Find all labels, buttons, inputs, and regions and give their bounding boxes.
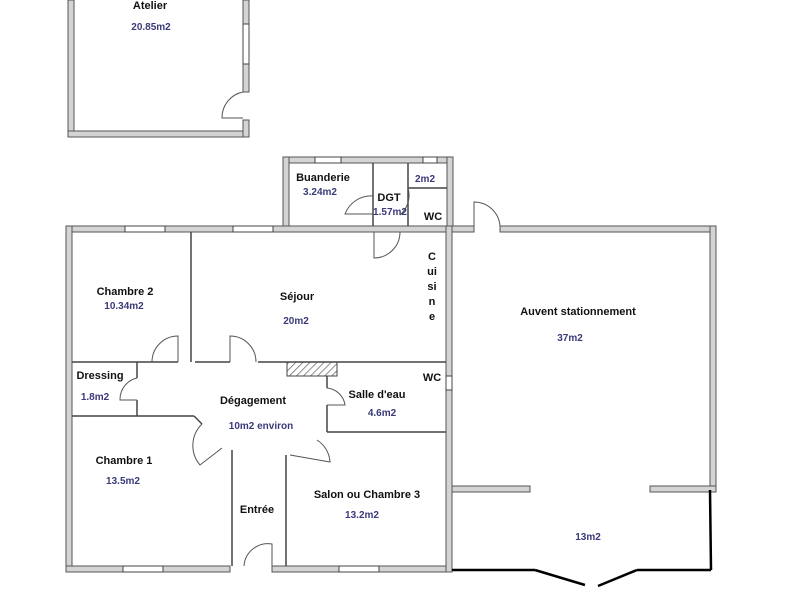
wall [67,0,75,138]
room-area-salle-eau: 4.6m2 [367,408,397,419]
room-name-salle-eau: Salle d'eau [348,389,406,401]
wall [499,225,717,233]
room-name-entree: Entrée [239,504,275,516]
room-name-wc-mid: WC [422,372,442,384]
room-name-dgt: DGT [377,192,401,204]
room-name-chambre2: Chambre 2 [96,286,154,298]
room-area-chambre2: 10.34m2 [104,301,144,312]
wall [649,485,717,493]
room-area-salon: 13.2m2 [345,510,379,521]
room-area-extension: 13m2 [575,532,601,543]
room-area-dressing: 1.8m2 [80,392,110,403]
room-name-cuisine: Cuisine [427,251,437,323]
wall [65,225,73,573]
room-name-atelier: Atelier [132,0,168,12]
wall [282,156,290,230]
room-name-dressing: Dressing [76,370,124,382]
room-area-buanderie: 3.24m2 [303,187,337,198]
room-area-atelier: 20.85m2 [131,22,171,33]
wall [445,225,453,573]
room-area-dgt: 1.57m2 [373,207,407,218]
wall [451,225,475,233]
room-area-chambre1: 13.5m2 [106,476,140,487]
room-name-sejour: Séjour [279,291,315,303]
room-name-buanderie: Buanderie [296,172,350,184]
wall [451,485,531,493]
room-name-degagement: Dégagement [219,395,287,407]
room-name-salon: Salon ou Chambre 3 [313,489,421,501]
room-area-auvent: 37m2 [557,333,583,344]
wall [446,156,454,230]
wall [242,119,250,138]
room-area-sejour: 20m2 [283,316,309,327]
room-name-wc-top: WC [423,211,443,223]
room-area-degagement: 10m2 environ [228,421,294,432]
room-name-chambre1: Chambre 1 [95,455,153,467]
room-name-auvent: Auvent stationnement [520,306,636,318]
wall [67,130,250,138]
room-area-wc-top: 2m2 [414,174,436,185]
wall [709,225,717,489]
